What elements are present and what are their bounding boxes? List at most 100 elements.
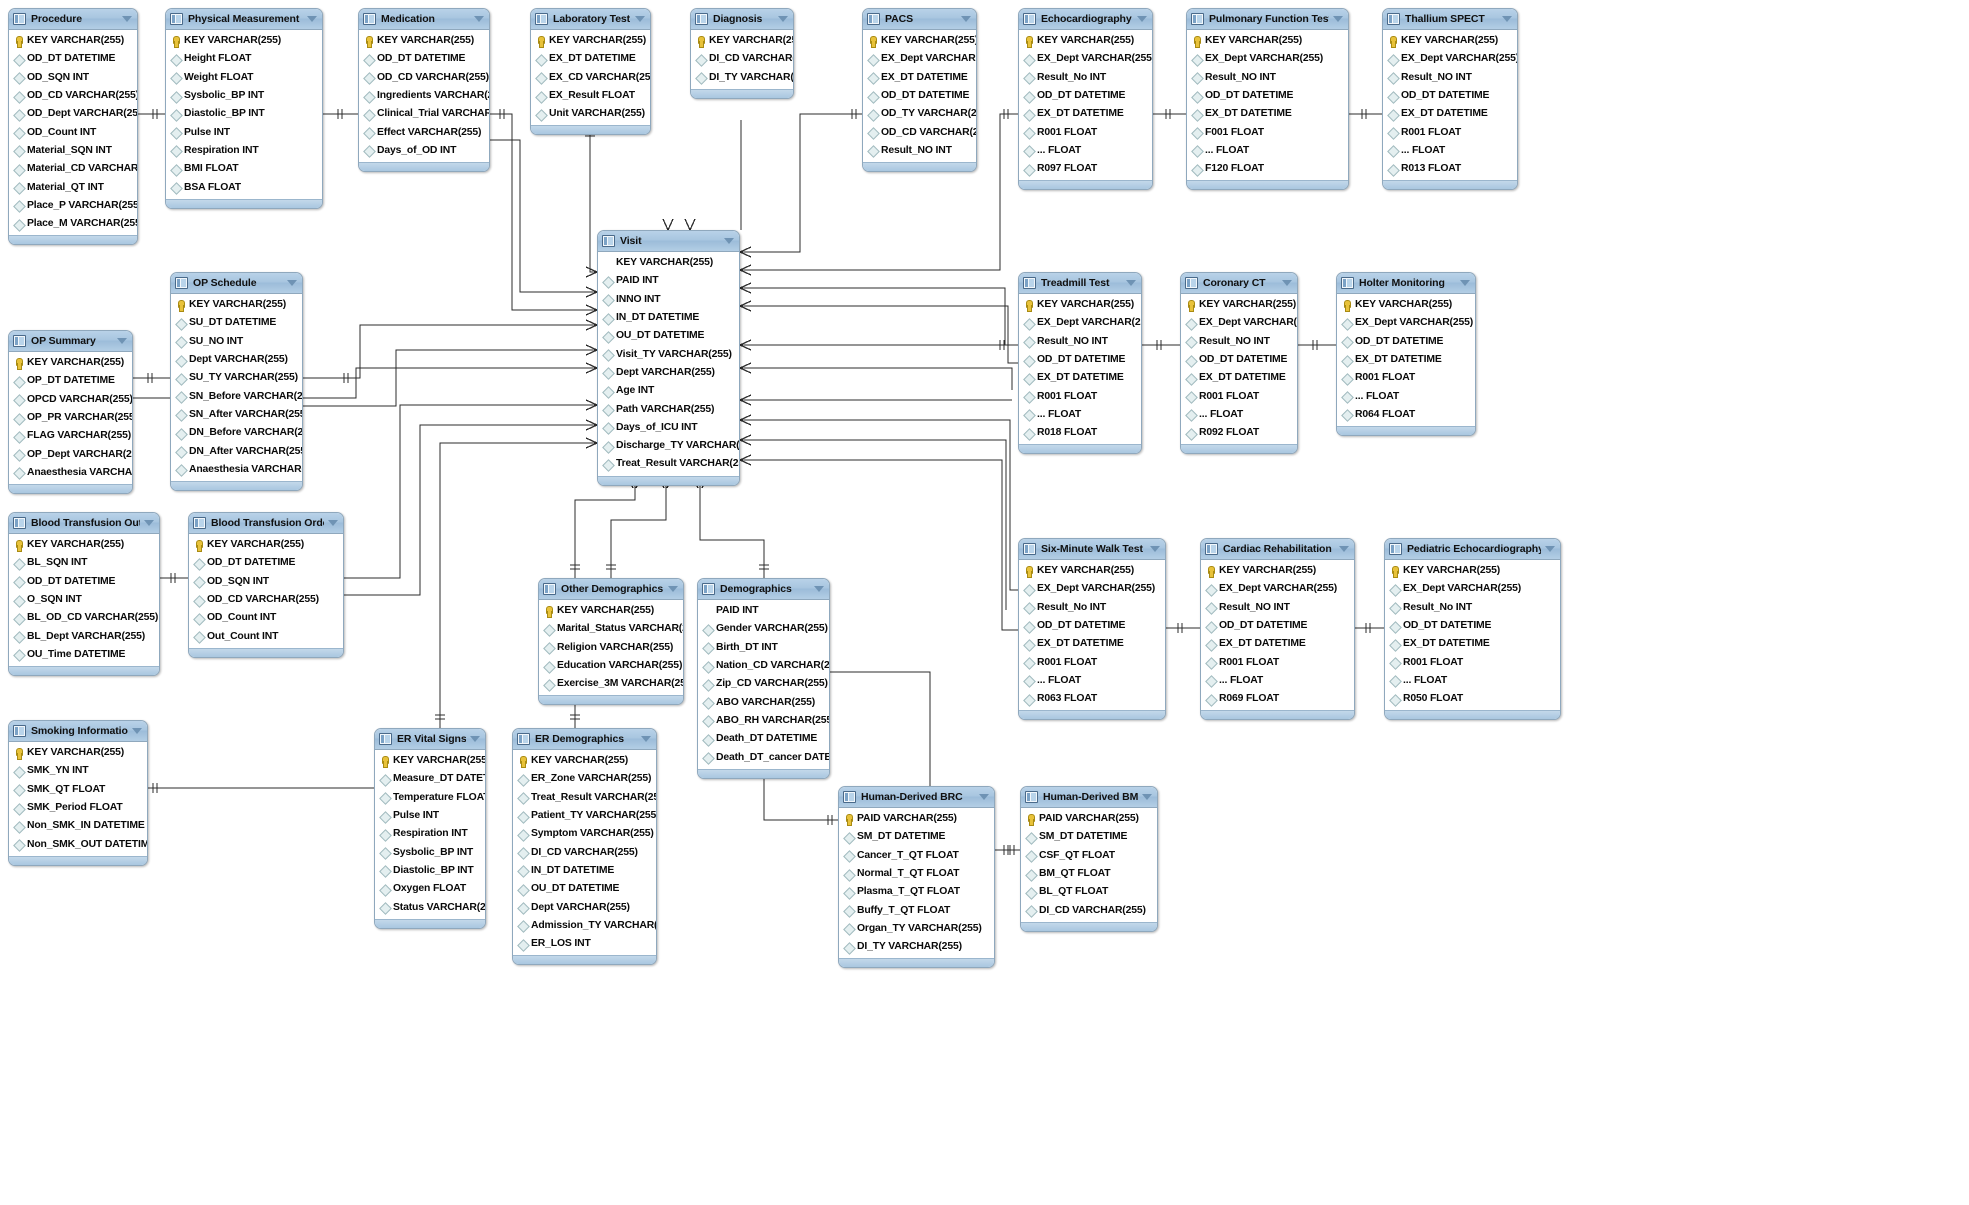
attribute-row[interactable]: OD_TY VARCHAR(255) (863, 105, 976, 123)
chevron-down-icon[interactable] (979, 794, 989, 800)
attribute-row[interactable]: OD_DT DATETIME (1201, 617, 1354, 635)
attribute-row[interactable]: ABO VARCHAR(255) (698, 693, 829, 711)
attribute-row[interactable]: BM_QT FLOAT (1021, 865, 1157, 883)
attribute-row[interactable]: EX_Dept VARCHAR(255) (1187, 50, 1348, 68)
attribute-row[interactable]: EX_Dept VARCHAR(255) (1181, 314, 1297, 332)
attribute-row[interactable]: KEY VARCHAR(255) (9, 744, 147, 762)
entity-header[interactable]: OP Summary (9, 331, 132, 352)
chevron-down-icon[interactable] (641, 736, 651, 742)
attribute-row[interactable]: PAID VARCHAR(255) (839, 810, 994, 828)
attribute-row[interactable]: EX_Dept VARCHAR(255) (1019, 580, 1165, 598)
attribute-row[interactable]: Treat_Result VARCHAR(255) (598, 455, 739, 473)
chevron-down-icon[interactable] (1137, 16, 1147, 22)
attribute-row[interactable]: Education VARCHAR(255) (539, 657, 683, 675)
entity-header[interactable]: Pulmonary Function Test (1187, 9, 1348, 30)
attribute-row[interactable]: KEY VARCHAR(255) (598, 254, 739, 272)
attribute-row[interactable]: Result_No INT (1385, 599, 1560, 617)
attribute-row[interactable]: EX_DT DATETIME (1019, 369, 1141, 387)
attribute-row[interactable]: PAID INT (698, 602, 829, 620)
attribute-row[interactable]: OD_DT DATETIME (1181, 351, 1297, 369)
entity-header[interactable]: ER Vital Signs (375, 729, 485, 750)
attribute-row[interactable]: KEY VARCHAR(255) (863, 32, 976, 50)
attribute-row[interactable]: Days_of_OD INT (359, 142, 489, 160)
attribute-row[interactable]: Buffy_T_QT FLOAT (839, 901, 994, 919)
attribute-row[interactable]: DI_CD VARCHAR(255) (691, 50, 793, 68)
attribute-row[interactable]: Material_CD VARCHAR(255) (9, 160, 137, 178)
attribute-row[interactable]: EX_Dept VARCHAR(255) (1019, 50, 1152, 68)
attribute-row[interactable]: Anaesthesia VARCHAR(255) (171, 461, 302, 479)
attribute-row[interactable]: SMK_Period FLOAT (9, 799, 147, 817)
attribute-row[interactable]: R001 FLOAT (1019, 653, 1165, 671)
attribute-row[interactable]: KEY VARCHAR(255) (691, 32, 793, 50)
attribute-row[interactable]: Dept VARCHAR(255) (598, 364, 739, 382)
chevron-down-icon[interactable] (1126, 280, 1136, 286)
attribute-row[interactable]: EX_Dept VARCHAR(255) (1337, 314, 1475, 332)
attribute-row[interactable]: KEY VARCHAR(255) (9, 536, 159, 554)
attribute-row[interactable]: OD_DT DATETIME (863, 87, 976, 105)
attribute-row[interactable]: Non_SMK_OUT DATETIME (9, 835, 147, 853)
entity-header[interactable]: Blood Transfusion Order (189, 513, 343, 534)
entity-header[interactable]: Demographics (698, 579, 829, 600)
attribute-row[interactable]: Result_NO INT (1019, 333, 1141, 351)
attribute-row[interactable]: EX_DT DATETIME (1337, 351, 1475, 369)
attribute-row[interactable]: ... FLOAT (1019, 142, 1152, 160)
chevron-down-icon[interactable] (778, 16, 788, 22)
attribute-row[interactable]: Out_Count INT (189, 627, 343, 645)
attribute-row[interactable]: R001 FLOAT (1019, 123, 1152, 141)
attribute-row[interactable]: Marital_Status VARCHAR(255) (539, 620, 683, 638)
attribute-row[interactable]: R097 FLOAT (1019, 160, 1152, 178)
attribute-row[interactable]: BL_Dept VARCHAR(255) (9, 627, 159, 645)
entity-header[interactable]: Human-Derived BM (1021, 787, 1157, 808)
attribute-row[interactable]: KEY VARCHAR(255) (166, 32, 322, 50)
attribute-row[interactable]: Place_M VARCHAR(255) (9, 215, 137, 233)
chevron-down-icon[interactable] (1460, 280, 1470, 286)
attribute-row[interactable]: Symptom VARCHAR(255) (513, 825, 656, 843)
attribute-row[interactable]: Anaesthesia VARCHAR(255) (9, 464, 132, 482)
chevron-down-icon[interactable] (474, 16, 484, 22)
attribute-row[interactable]: Visit_TY VARCHAR(255) (598, 345, 739, 363)
attribute-row[interactable]: Weight FLOAT (166, 69, 322, 87)
attribute-row[interactable]: F001 FLOAT (1187, 123, 1348, 141)
attribute-row[interactable]: Zip_CD VARCHAR(255) (698, 675, 829, 693)
attribute-row[interactable]: OP_PR VARCHAR(255) (9, 409, 132, 427)
attribute-row[interactable]: R050 FLOAT (1385, 690, 1560, 708)
attribute-row[interactable]: Ingredients VARCHAR(255) (359, 87, 489, 105)
attribute-row[interactable]: Unit VARCHAR(255) (531, 105, 650, 123)
attribute-row[interactable]: Death_DT_cancer DATETI... (698, 748, 829, 766)
attribute-row[interactable]: BMI FLOAT (166, 160, 322, 178)
attribute-row[interactable]: Result_NO INT (1181, 333, 1297, 351)
entity-header[interactable]: Holter Monitoring (1337, 273, 1475, 294)
attribute-row[interactable]: OD_DT DATETIME (359, 50, 489, 68)
attribute-row[interactable]: Oxygen FLOAT (375, 880, 485, 898)
attribute-row[interactable]: ... FLOAT (1019, 672, 1165, 690)
attribute-row[interactable]: ... FLOAT (1383, 142, 1517, 160)
entity-header[interactable]: Other Demographics (539, 579, 683, 600)
attribute-row[interactable]: R018 FLOAT (1019, 424, 1141, 442)
entity-header[interactable]: Six-Minute Walk Test (1019, 539, 1165, 560)
chevron-down-icon[interactable] (117, 338, 127, 344)
entity-header[interactable]: Echocardiography (1019, 9, 1152, 30)
attribute-row[interactable]: EX_Dept VARCHAR(255) (863, 50, 976, 68)
attribute-row[interactable]: OD_Count INT (189, 609, 343, 627)
chevron-down-icon[interactable] (122, 16, 132, 22)
chevron-down-icon[interactable] (307, 16, 317, 22)
attribute-row[interactable]: Result_NO INT (863, 142, 976, 160)
entity-header[interactable]: Thallium SPECT (1383, 9, 1517, 30)
chevron-down-icon[interactable] (961, 16, 971, 22)
entity-header[interactable]: Coronary CT (1181, 273, 1297, 294)
attribute-row[interactable]: SMK_YN INT (9, 762, 147, 780)
chevron-down-icon[interactable] (1339, 546, 1349, 552)
attribute-row[interactable]: R001 FLOAT (1019, 387, 1141, 405)
attribute-row[interactable]: EX_DT DATETIME (1383, 105, 1517, 123)
chevron-down-icon[interactable] (287, 280, 297, 286)
attribute-row[interactable]: Sysbolic_BP INT (375, 843, 485, 861)
